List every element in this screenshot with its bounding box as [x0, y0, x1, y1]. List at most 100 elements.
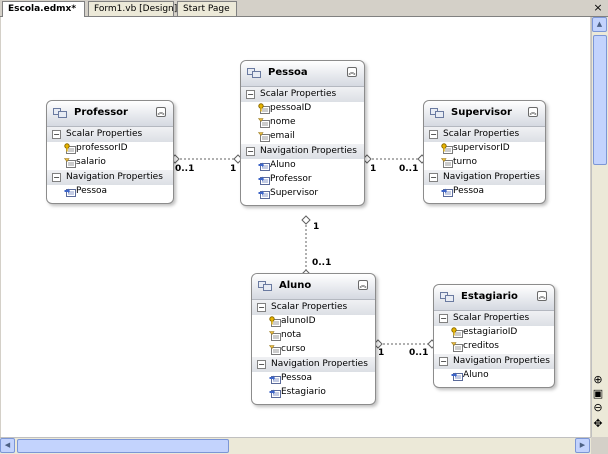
association-end-pessoa-bottom — [301, 215, 311, 225]
section-label: Scalar Properties — [260, 89, 337, 99]
multiplicity-label: 0..1 — [175, 164, 195, 174]
minus-icon[interactable]: − — [52, 130, 61, 139]
entity-icon — [440, 292, 454, 302]
minus-icon[interactable]: − — [52, 173, 61, 182]
association-end-pessoa-right — [362, 154, 372, 164]
multiplicity-label: 0..1 — [409, 348, 429, 358]
minus-icon[interactable]: − — [439, 314, 448, 323]
zoom-in-icon[interactable]: ⊕ — [593, 373, 603, 386]
horizontal-scrollbar[interactable]: ◀ ▶ — [0, 437, 591, 454]
scalar-property[interactable]: estagiarioID — [434, 326, 554, 340]
navigation-properties-header[interactable]: −Navigation Properties — [252, 357, 375, 372]
property-icon — [63, 157, 76, 169]
navigation-properties-header[interactable]: −Navigation Properties — [434, 354, 554, 369]
tab-form1-design[interactable]: Form1.vb [Design] — [88, 1, 177, 16]
property-icon — [268, 330, 281, 342]
scalar-property[interactable]: professorID — [47, 142, 173, 156]
tab-escola-edmx[interactable]: Escola.edmx* — [2, 1, 85, 17]
close-document-icon[interactable]: × — [593, 1, 603, 14]
navigation-property[interactable]: Aluno — [241, 159, 364, 173]
minus-icon[interactable]: − — [246, 90, 255, 99]
minus-icon[interactable]: − — [257, 360, 266, 369]
pan-icon[interactable]: ✥ — [593, 417, 603, 430]
scalar-properties-header[interactable]: −Scalar Properties — [252, 300, 375, 315]
navigation-properties-header[interactable]: −Navigation Properties — [241, 144, 364, 159]
collapse-icon[interactable]: ︽ — [358, 280, 368, 290]
section-label: Scalar Properties — [443, 129, 520, 139]
property-name: curso — [281, 344, 306, 354]
collapse-icon[interactable]: ︽ — [537, 291, 547, 301]
scalar-property[interactable]: email — [241, 130, 364, 144]
navigation-properties-header[interactable]: −Navigation Properties — [47, 170, 173, 185]
property-name: Pessoa — [281, 373, 313, 383]
entity-icon — [53, 108, 67, 118]
navigation-icon — [441, 186, 453, 198]
scalar-property[interactable]: creditos — [434, 340, 554, 354]
navigation-icon — [258, 188, 270, 200]
scalar-property[interactable]: alunoID — [252, 315, 375, 329]
navigation-property[interactable]: Professor — [241, 173, 364, 187]
navigation-icon — [451, 370, 463, 382]
scalar-property[interactable]: turno — [424, 156, 545, 170]
navigation-property[interactable]: Pessoa — [424, 185, 545, 199]
fit-icon[interactable]: ▣ — [592, 387, 604, 400]
navigation-property[interactable]: Estagiario — [252, 386, 375, 400]
scalar-properties-header[interactable]: −Scalar Properties — [424, 127, 545, 142]
minus-icon[interactable]: − — [246, 147, 255, 156]
navigation-icon — [269, 387, 281, 399]
minus-icon[interactable]: − — [439, 357, 448, 366]
property-name: Pessoa — [76, 186, 108, 196]
scalar-properties-header[interactable]: −Scalar Properties — [434, 311, 554, 326]
key-icon — [269, 316, 281, 328]
horizontal-scroll-thumb[interactable] — [17, 439, 229, 453]
vertical-scrollbar[interactable]: ▲ ⊕ ▣ ⊖ ✥ — [591, 17, 608, 437]
property-name: pessoaID — [270, 103, 312, 113]
property-name: alunoID — [281, 316, 316, 326]
property-icon — [257, 131, 270, 143]
zoom-out-icon[interactable]: ⊖ — [593, 401, 603, 414]
minus-icon[interactable]: − — [429, 173, 438, 182]
minus-icon[interactable]: − — [257, 303, 266, 312]
scroll-right-button[interactable]: ▶ — [575, 438, 590, 453]
navigation-properties-header[interactable]: −Navigation Properties — [424, 170, 545, 185]
entity-title: Estagiario — [461, 291, 518, 302]
collapse-icon[interactable]: ︽ — [156, 107, 166, 117]
tab-start-page[interactable]: Start Page — [177, 1, 237, 16]
collapse-icon[interactable]: ︽ — [528, 107, 538, 117]
scroll-left-button[interactable]: ◀ — [0, 438, 15, 453]
scalar-property[interactable]: pessoaID — [241, 102, 364, 116]
multiplicity-label: 1 — [378, 348, 385, 358]
navigation-property[interactable]: Supervisor — [241, 187, 364, 201]
property-name: email — [270, 131, 295, 141]
scalar-property[interactable]: nota — [252, 329, 375, 343]
scalar-property[interactable]: salario — [47, 156, 173, 170]
section-label: Scalar Properties — [66, 129, 143, 139]
entity-header: Estagiario ︽ — [434, 285, 554, 311]
scalar-property[interactable]: nome — [241, 116, 364, 130]
property-name: Estagiario — [281, 387, 326, 397]
association-end-aluno-right — [373, 339, 383, 349]
scalar-properties-header[interactable]: −Scalar Properties — [47, 127, 173, 142]
scroll-up-button[interactable]: ▲ — [592, 17, 607, 32]
scalar-property[interactable]: curso — [252, 343, 375, 357]
navigation-icon — [269, 373, 281, 385]
navigation-property[interactable]: Aluno — [434, 369, 554, 383]
navigation-property[interactable]: Pessoa — [47, 185, 173, 199]
collapse-icon[interactable]: ︽ — [347, 67, 357, 77]
property-name: nota — [281, 330, 302, 340]
vertical-scroll-thumb[interactable] — [593, 35, 607, 165]
property-icon — [450, 341, 463, 353]
scalar-property[interactable]: supervisorID — [424, 142, 545, 156]
property-name: Aluno — [270, 160, 296, 170]
scalar-properties-header[interactable]: −Scalar Properties — [241, 87, 364, 102]
entity-designer-canvas[interactable]: 0..1 1 1 0..1 1 0..1 1 0..1 Professor︽−S… — [1, 17, 590, 437]
minus-icon[interactable]: − — [429, 130, 438, 139]
navigation-property[interactable]: Pessoa — [252, 372, 375, 386]
section-label: Navigation Properties — [443, 172, 540, 182]
property-name: turno — [453, 157, 477, 167]
